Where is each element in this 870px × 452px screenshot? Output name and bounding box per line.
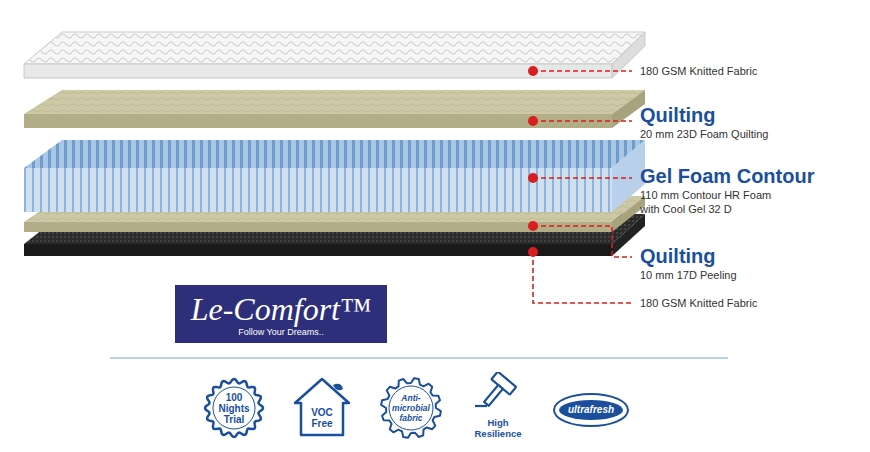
top-fabric-layer bbox=[24, 32, 645, 78]
brand-slogan: Follow Your Dreams.. bbox=[238, 327, 324, 338]
layer-heading: Quilting bbox=[640, 104, 716, 127]
layer-heading: Gel Foam Contour bbox=[640, 165, 814, 188]
trial-badge: 100 Nights Trial bbox=[203, 377, 265, 439]
high-resilience-icon: High Resilience bbox=[465, 372, 531, 446]
text-area: Anti-microbial fabric bbox=[390, 388, 432, 428]
gel-foam-layer bbox=[24, 140, 645, 212]
ultrafresh-badge: ultrafresh bbox=[552, 392, 630, 428]
brand-name: Le-Comfort™ bbox=[191, 291, 372, 327]
layer-spec: 180 GSM Knitted Fabric bbox=[640, 296, 757, 310]
leader-dots bbox=[528, 66, 538, 257]
badge-text: ultrafresh bbox=[568, 404, 614, 416]
text-area: VOC Free bbox=[304, 402, 340, 433]
icon-text: Anti-microbial fabric bbox=[390, 393, 432, 423]
voc-free-icon: VOC Free bbox=[291, 375, 353, 439]
layer-spec: 10 mm 17D Peeling bbox=[640, 268, 737, 282]
text-area: ultrafresh bbox=[561, 400, 621, 420]
antimicrobial-icon: Anti-microbial fabric bbox=[379, 376, 443, 440]
leader-lines bbox=[533, 71, 632, 303]
layer-spec: 110 mm Contour HR Foam with Cool Gel 32 … bbox=[640, 188, 790, 216]
text-area: Le-Comfort™Follow Your Dreams.. bbox=[179, 287, 383, 341]
badge-text: 100 Nights Trial bbox=[216, 392, 252, 425]
icon-caption: High Resilience bbox=[467, 417, 529, 439]
brand-logo: Le-Comfort™Follow Your Dreams.. bbox=[175, 285, 387, 343]
layer-heading: Quilting bbox=[640, 245, 716, 268]
layer-spec: 180 GSM Knitted Fabric bbox=[640, 64, 757, 78]
text-area: High Resilience bbox=[467, 410, 529, 446]
top-quilting-layer bbox=[24, 90, 645, 128]
layer-spec: 20 mm 23D Foam Quilting bbox=[640, 127, 768, 141]
text-area: 100 Nights Trial bbox=[216, 387, 252, 429]
icon-text: VOC Free bbox=[304, 407, 340, 429]
separator-line bbox=[110, 357, 728, 358]
